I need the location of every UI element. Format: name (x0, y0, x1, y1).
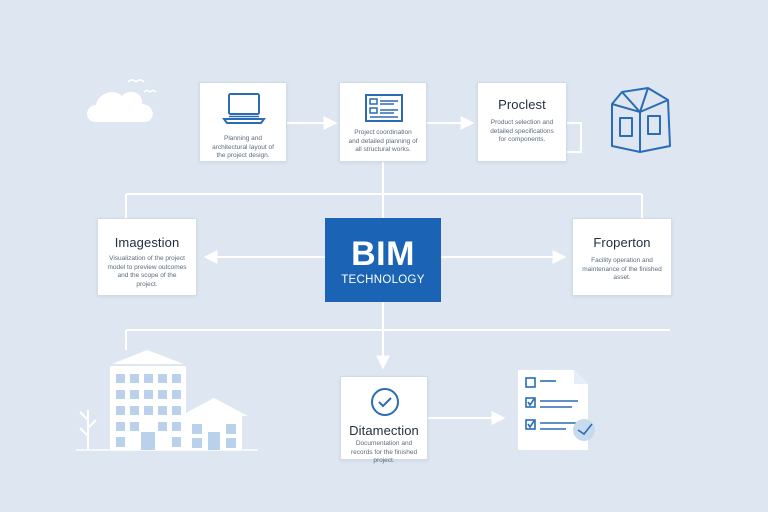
checkmark-circle-icon (371, 388, 399, 416)
document-list-icon (365, 94, 403, 122)
card-plan-desc: Project coordination and detailed planni… (348, 129, 418, 153)
card-documentation-title: Ditamection (349, 423, 419, 438)
card-design: Planning and architectural layout of the… (199, 82, 287, 162)
card-design-desc: Planning and architectural layout of the… (212, 135, 274, 159)
card-product-desc: Product selection and detailed specifica… (490, 119, 554, 143)
card-plan: Project coordination and detailed planni… (339, 82, 427, 162)
bim-technology-box: BIM TECHNOLOGY (325, 218, 441, 302)
card-operation-title: Froperton (593, 235, 651, 250)
laptop-icon (222, 93, 266, 124)
card-operation: Froperton Facility operation and mainten… (572, 218, 672, 296)
card-imagination: Imagestion Visualization of the project … (97, 218, 197, 296)
card-operation-desc: Facility operation and maintenance of th… (582, 257, 662, 281)
card-product-title: Proclest (498, 97, 546, 112)
bracket-product (567, 122, 582, 153)
card-documentation: Ditamection Documentation and records fo… (340, 376, 428, 464)
bim-title: BIM (351, 235, 415, 273)
card-imagination-desc: Visualization of the project model to pr… (107, 255, 187, 288)
bim-subtitle: TECHNOLOGY (341, 274, 425, 286)
card-product: Proclest Product selection and detailed … (477, 82, 567, 162)
card-documentation-desc: Documentation and records for the finish… (350, 440, 418, 464)
card-imagination-title: Imagestion (114, 235, 180, 250)
